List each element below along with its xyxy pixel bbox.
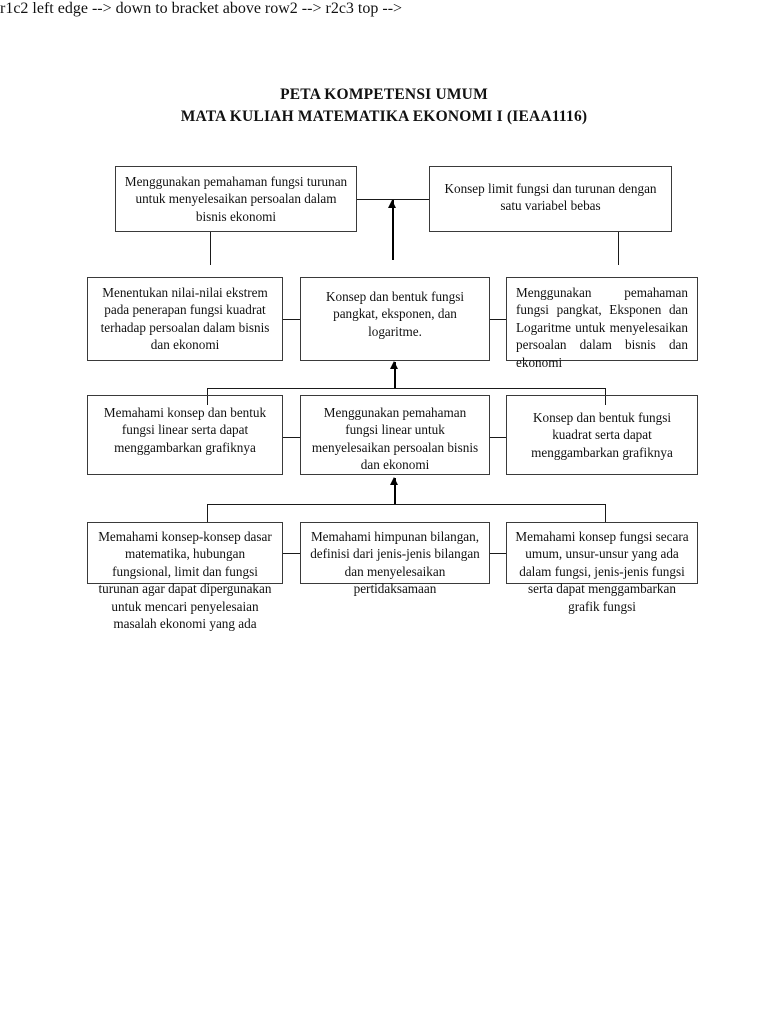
arrow-shaft-row3-to-row2 xyxy=(394,362,396,388)
node-r2c1: Menentukan nilai-nilai ekstrem pada pene… xyxy=(87,277,283,361)
node-r4c3: Memahami konsep fungsi secara umum, unsu… xyxy=(506,522,698,614)
node-r4c2: Memahami himpunan bilangan, definisi dar… xyxy=(300,522,490,596)
bracket-row4-right-drop xyxy=(605,504,606,522)
arrow-head-row4-to-row3 xyxy=(390,477,398,485)
connector-r3c1-to-r3c2 xyxy=(283,437,300,438)
node-r2c2-label: Konsep dan bentuk fungsi pangkat, ekspon… xyxy=(325,289,465,339)
node-r4c2-label: Memahami himpunan bilangan, definisi dar… xyxy=(310,529,480,597)
bracket-row3-left-drop xyxy=(207,388,208,405)
node-r2c3: Menggunakan pemahaman fungsi pangkat, Ek… xyxy=(506,277,698,370)
connector-r2c1-to-r2c2 xyxy=(283,319,300,320)
node-r1c2-label: Konsep limit fungsi dan turunan dengan s… xyxy=(444,181,657,214)
node-r3c2-label: Menggunakan pemahaman fungsi linear untu… xyxy=(311,405,479,473)
connector-r3c2-to-r3c3 xyxy=(490,437,506,438)
node-r3c3: Konsep dan bentuk fungsi kuadrat serta d… xyxy=(506,395,698,475)
node-r4c1: Memahami konsep-konsep dasar matematika,… xyxy=(87,522,283,631)
page-title-line-1: PETA KOMPETENSI UMUM xyxy=(280,86,488,103)
node-r4c1-label: Memahami konsep-konsep dasar matematika,… xyxy=(98,529,272,632)
node-r4c3-label: Memahami konsep fungsi secara umum, unsu… xyxy=(515,529,689,614)
node-r2c1-label: Menentukan nilai-nilai ekstrem pada pene… xyxy=(100,285,270,353)
node-r2c2: Konsep dan bentuk fungsi pangkat, ekspon… xyxy=(300,277,490,361)
node-r3c2: Menggunakan pemahaman fungsi linear untu… xyxy=(300,395,490,475)
node-r2c3-label: Menggunakan pemahaman fungsi pangkat, Ek… xyxy=(516,285,688,370)
node-r1c1-label: Menggunakan pemahaman fungsi turunan unt… xyxy=(124,174,348,224)
node-r3c1: Memahami konsep dan bentuk fungsi linear… xyxy=(87,395,283,475)
arrow-head-row3-to-row2 xyxy=(390,361,398,369)
connector-r1c2-down-to-r2c3 xyxy=(618,232,619,265)
arrow-head-row2-to-row1 xyxy=(388,200,396,208)
node-r3c1-label: Memahami konsep dan bentuk fungsi linear… xyxy=(103,405,267,455)
bracket-row4-top-rail xyxy=(207,504,605,505)
connector-r2c2-to-r2c3 xyxy=(490,319,506,320)
bracket-row4-left-drop xyxy=(207,504,208,522)
node-r1c1: Menggunakan pemahaman fungsi turunan unt… xyxy=(115,166,357,232)
connector-r1c1-to-r1c2 xyxy=(357,199,429,200)
connector-r4c1-to-r4c2 xyxy=(283,553,300,554)
arrow-shaft-row4-to-row3 xyxy=(394,478,396,504)
node-r3c3-label: Konsep dan bentuk fungsi kuadrat serta d… xyxy=(531,410,673,460)
bracket-row3-right-drop xyxy=(605,388,606,405)
connector-r1c1-down xyxy=(210,232,211,265)
page-title: PETA KOMPETENSI UMUM MATA KULIAH MATEMAT… xyxy=(0,84,768,128)
node-r1c2: Konsep limit fungsi dan turunan dengan s… xyxy=(429,166,672,232)
connector-r4c2-to-r4c3 xyxy=(490,553,506,554)
page-title-line-2: MATA KULIAH MATEMATIKA EKONOMI I (IEAA11… xyxy=(180,108,588,125)
bracket-row3-top-rail xyxy=(207,388,605,389)
arrow-shaft-row2-to-row1 xyxy=(392,200,394,260)
